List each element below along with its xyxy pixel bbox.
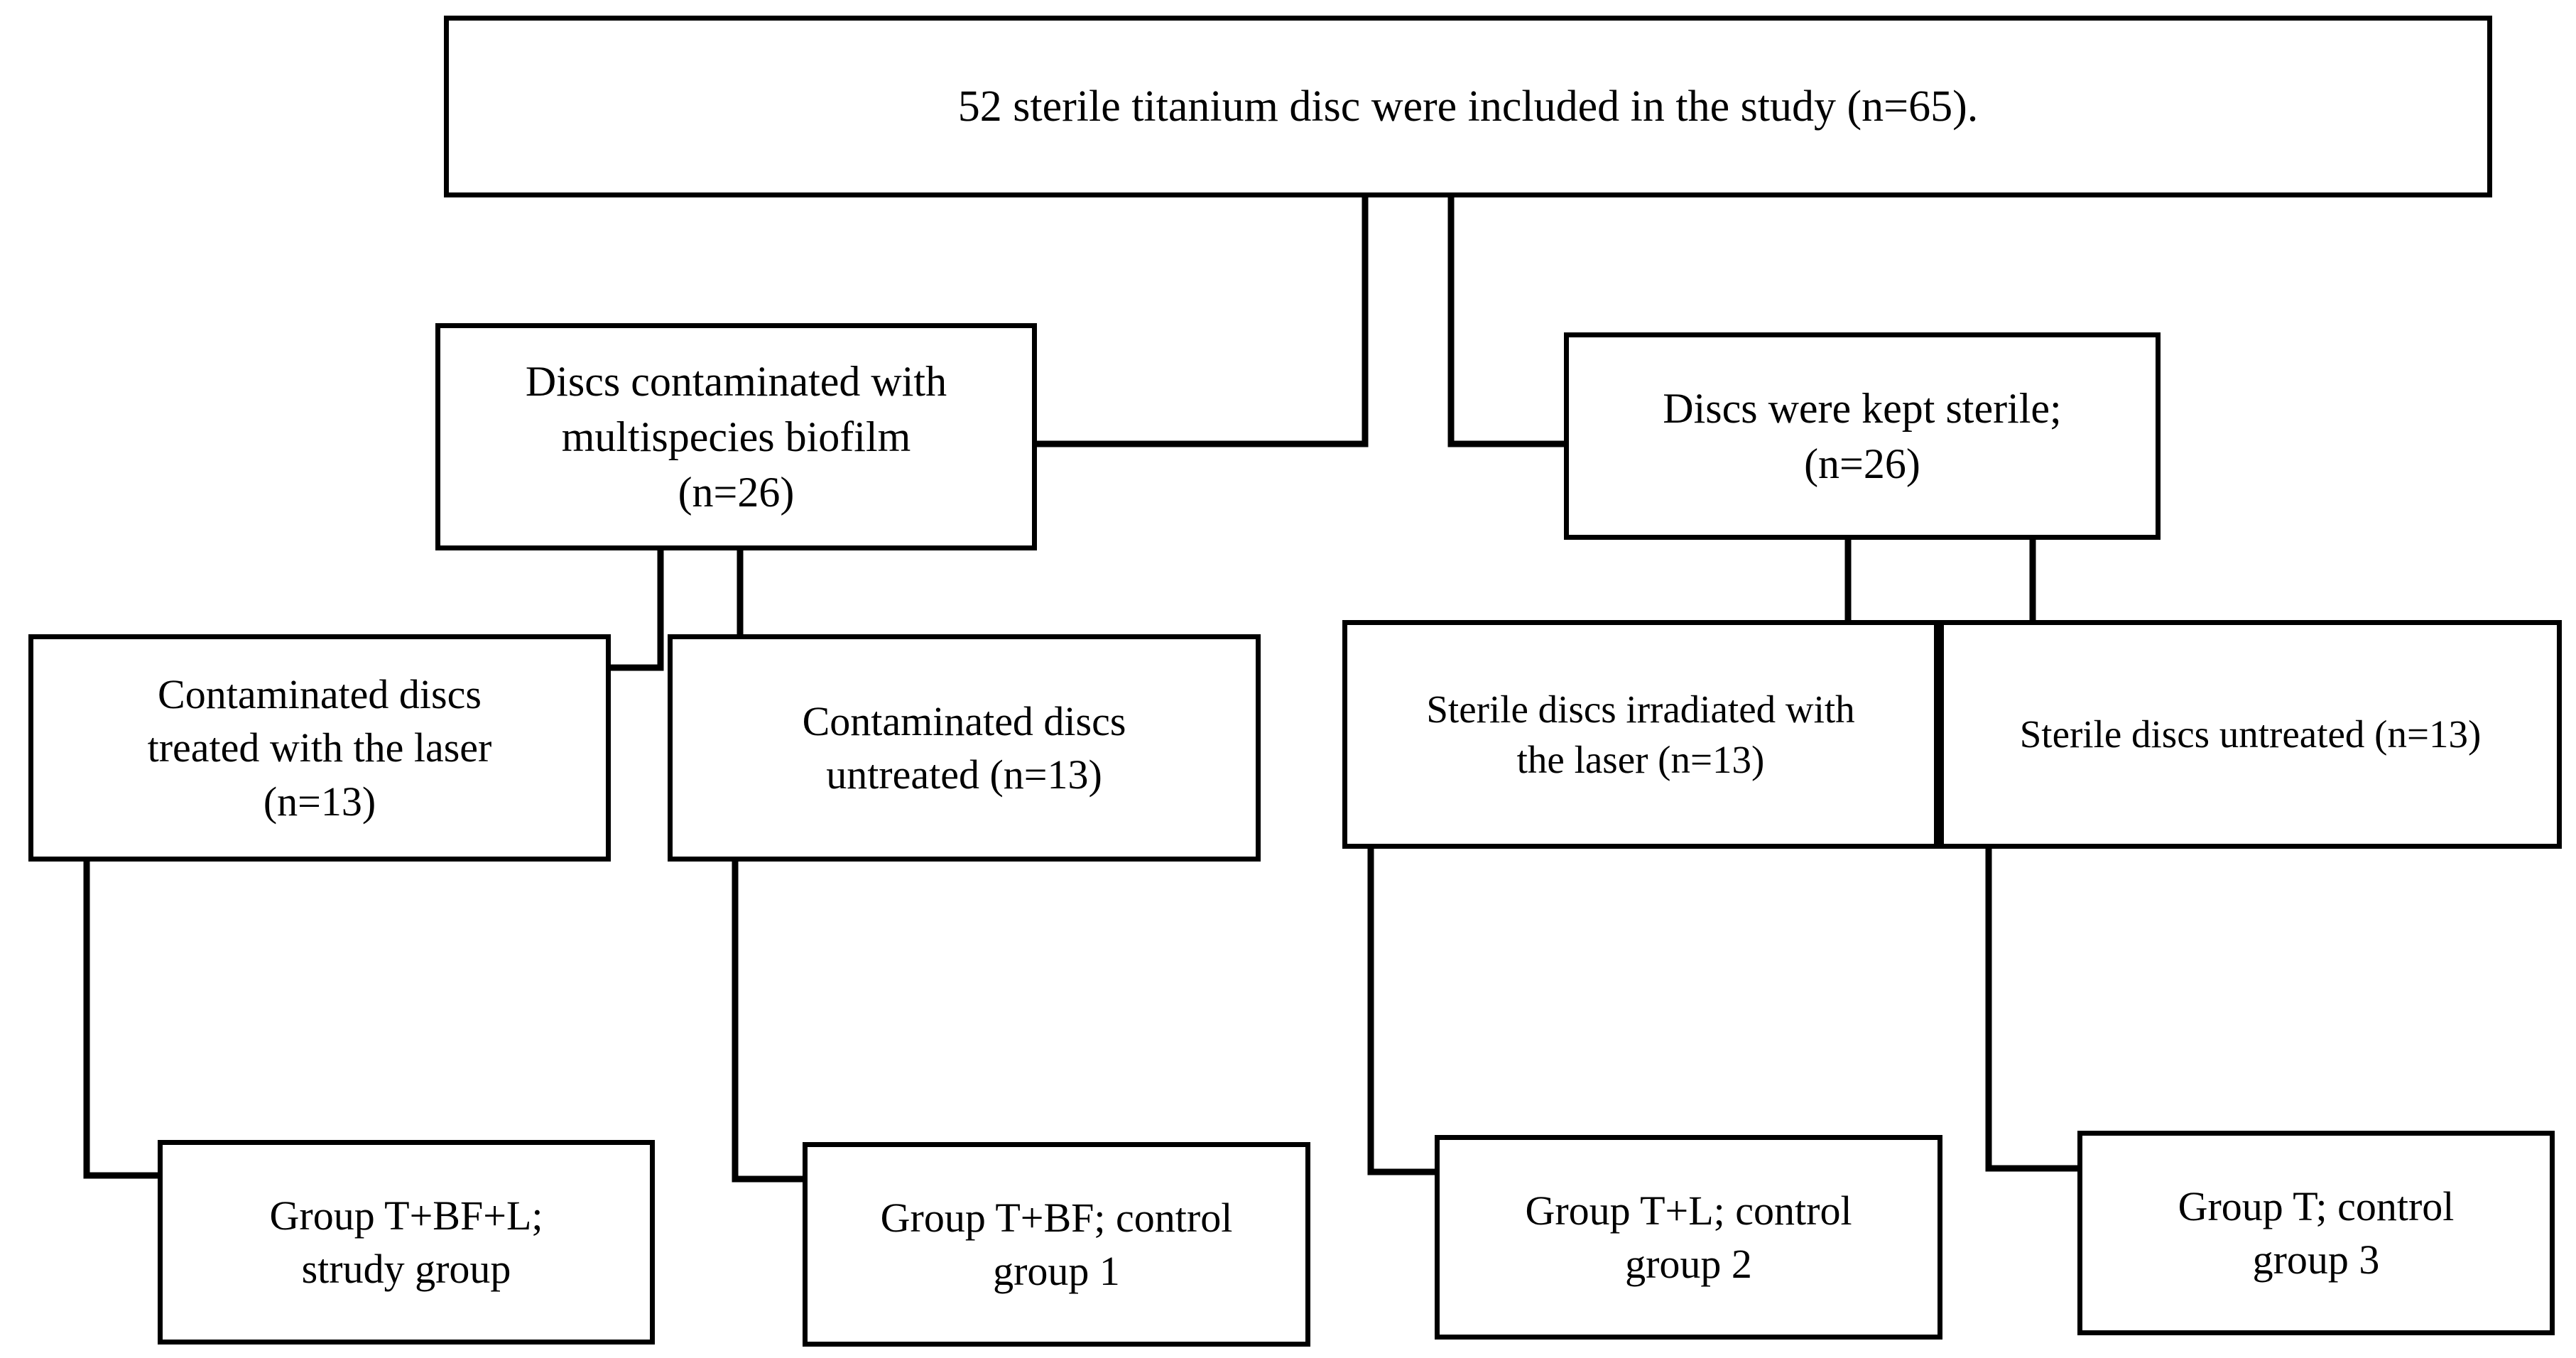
node-root-study-label: 52 sterile titanium disc were included i… [957,82,1979,131]
connector-sterile-untreated-to-group-t [1985,848,2080,1172]
connector-sterile-laser-to-group-t-l [1367,848,1437,1175]
node-sterile-group: Discs were kept sterile; (n=26) [1564,332,2161,540]
node-group-t: Group T; control group 3 [2077,1131,2555,1335]
node-group-t-bf-label: Group T+BF; control group 1 [880,1194,1233,1294]
node-group-t-l: Group T+L; control group 2 [1435,1135,1942,1340]
node-sterile-group-label: Discs were kept sterile; (n=26) [1663,385,2062,487]
connector-laser-to-group-t-bf-l [83,861,162,1179]
node-contaminated-group: Discs contaminated with multispecies bio… [435,323,1037,550]
node-group-t-bf: Group T+BF; control group 1 [803,1142,1310,1347]
node-contaminated-group-label: Discs contaminated with multispecies bio… [525,358,947,516]
node-group-t-bf-l-label: Group T+BF+L; strudy group [269,1192,543,1292]
connector-untreated-to-group-t-bf [732,859,805,1183]
node-sterile-laser: Sterile discs irradiated with the laser … [1342,620,1939,849]
node-group-t-l-label: Group T+L; control group 2 [1525,1187,1852,1287]
connector-root-to-sterile [1447,196,1566,447]
node-group-t-bf-l: Group T+BF+L; strudy group [158,1140,655,1345]
node-group-t-label: Group T; control group 3 [2178,1183,2455,1283]
node-contaminated-laser: Contaminated discs treated with the lase… [28,634,611,862]
node-root-study: 52 sterile titanium disc were included i… [444,16,2492,197]
node-sterile-untreated: Sterile discs untreated (n=13) [1939,620,2562,849]
node-sterile-untreated-label: Sterile discs untreated (n=13) [2019,712,2482,756]
node-contaminated-untreated-label: Contaminated discs untreated (n=13) [802,697,1126,798]
node-contaminated-laser-label: Contaminated discs treated with the lase… [147,670,492,825]
node-contaminated-untreated: Contaminated discs untreated (n=13) [668,634,1261,862]
connector-root-to-contaminated [1037,196,1369,447]
node-sterile-laser-label: Sterile discs irradiated with the laser … [1426,687,1855,782]
